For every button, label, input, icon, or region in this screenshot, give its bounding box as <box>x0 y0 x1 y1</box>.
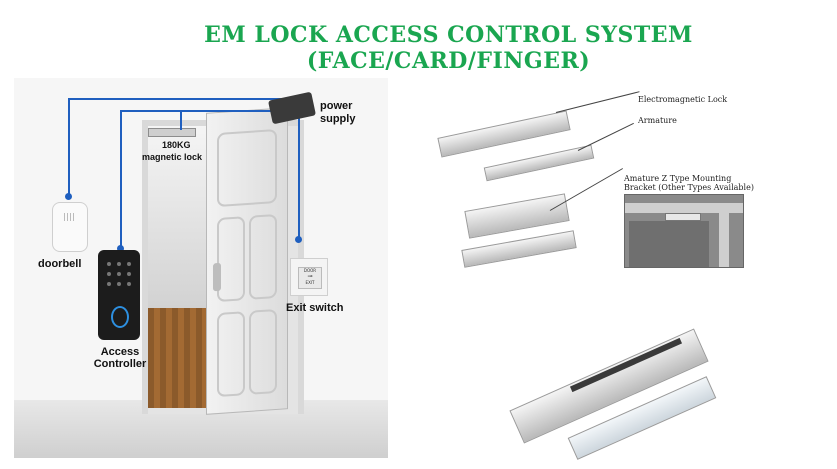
magnetic-lock-weight-label: 180KG <box>162 140 191 150</box>
doorbell-label: doorbell <box>38 258 82 270</box>
magnetic-lock-label: magnetic lock <box>142 152 203 162</box>
wire <box>120 110 122 248</box>
photo-frame-side <box>719 203 729 267</box>
card-reader-icon <box>111 306 129 328</box>
keypad-key <box>127 272 131 276</box>
leader-line <box>577 122 634 151</box>
keypad-key <box>117 272 121 276</box>
power-supply-label: power supply <box>320 100 356 125</box>
photo-door <box>629 221 709 267</box>
wire-node <box>117 245 124 252</box>
keypad-key <box>117 262 121 266</box>
wire <box>298 118 300 238</box>
door-handle <box>213 262 221 292</box>
doorbell-device <box>52 202 88 252</box>
exit-button: DOOR ⊸ EXIT <box>298 267 322 289</box>
product-photo <box>508 310 717 460</box>
parts-diagram: Electromagnetic Lock Armature Amature Z … <box>432 90 772 270</box>
door-panel <box>217 128 277 208</box>
door-panel <box>217 216 245 303</box>
maglock-shape <box>148 128 196 137</box>
keypad-key <box>107 272 111 276</box>
keypad-key <box>117 282 121 286</box>
wire <box>68 98 288 100</box>
exit-switch-device: DOOR ⊸ EXIT <box>290 258 328 296</box>
exit-button-text: DOOR <box>303 268 317 273</box>
armature-label: Armature <box>638 116 677 125</box>
bracket-label-line2: Bracket (Other Types Available) <box>624 183 754 192</box>
key-icon: ⊸ <box>307 273 313 280</box>
page-title: EM LOCK ACCESS CONTROL SYSTEM (FACE/CARD… <box>204 22 693 74</box>
wire <box>120 110 272 112</box>
keypad-key <box>127 282 131 286</box>
mounting-photo <box>624 194 744 268</box>
wire <box>68 98 70 196</box>
electromagnetic-lock-label: Electromagnetic Lock <box>638 95 728 104</box>
bracket-label-line1: Amature Z Type Mounting <box>624 174 732 183</box>
access-controller-label-line2: Controller <box>93 358 147 370</box>
access-controller-label: Access Controller <box>92 346 148 370</box>
photo-lock <box>665 213 701 221</box>
electromagnetic-lock-part <box>437 110 571 158</box>
bracket-label: Amature Z Type Mounting Bracket (Other T… <box>624 174 754 192</box>
door <box>206 107 288 415</box>
access-controller-device <box>98 250 140 340</box>
bracket-part <box>464 193 570 239</box>
installation-diagram: DOOR ⊸ EXIT power supply 180KG magnetic … <box>14 78 388 458</box>
exit-button-text: EXIT <box>305 280 315 285</box>
wire-node <box>65 193 72 200</box>
access-controller-label-line1: Access <box>100 346 140 358</box>
room-floor <box>148 308 208 408</box>
door-panel <box>217 311 245 398</box>
exit-switch-label: Exit switch <box>286 302 344 314</box>
keypad-key <box>107 282 111 286</box>
keypad-key <box>107 262 111 266</box>
leader-line <box>555 91 640 113</box>
leader-line <box>549 168 623 211</box>
speaker-grille <box>64 213 76 221</box>
keypad-key <box>127 262 131 266</box>
photo-frame-top <box>625 203 743 213</box>
wire <box>180 110 182 130</box>
door-panel <box>249 213 277 300</box>
wire-node <box>295 236 302 243</box>
door-panel <box>249 308 277 395</box>
